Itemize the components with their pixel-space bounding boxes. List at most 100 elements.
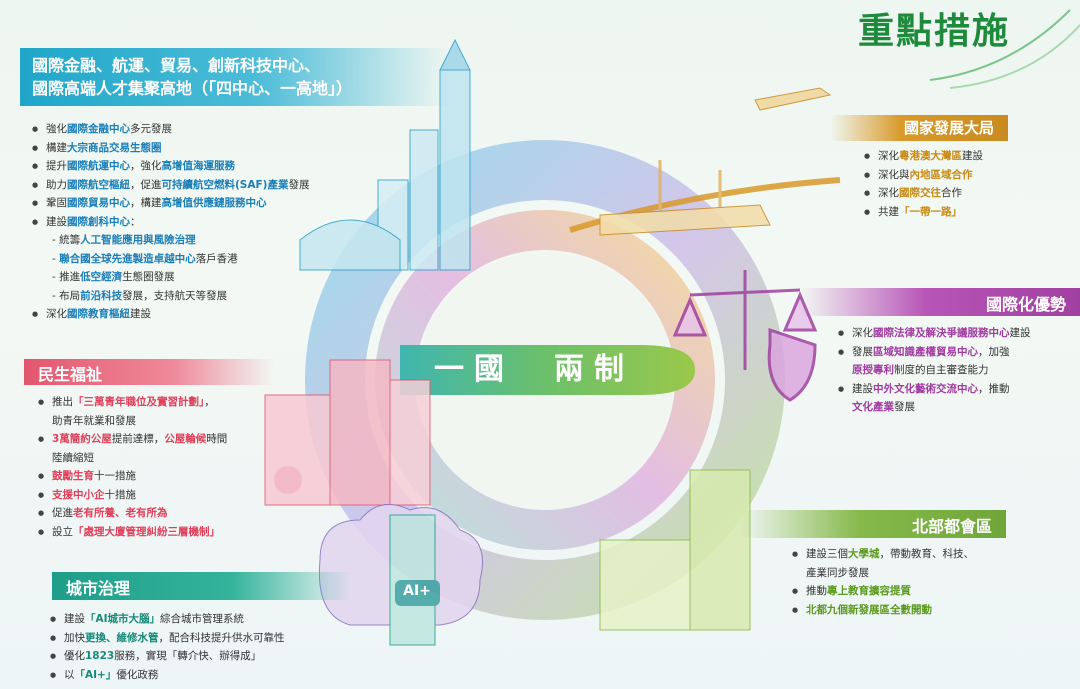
highlight-text: 前沿科技 bbox=[80, 289, 123, 302]
body-text: ，促進 bbox=[130, 178, 162, 191]
list-item: 提升國際航運中心，強化高增值海運服務 bbox=[30, 157, 390, 176]
body-text: 構建 bbox=[46, 141, 67, 154]
body-text: - 統籌 bbox=[52, 234, 81, 246]
body-text: 提前達標， bbox=[111, 433, 165, 445]
highlight-text: 國際金融中心 bbox=[67, 123, 130, 135]
highlight-text: 「AI城市大腦」 bbox=[85, 613, 161, 625]
list-item: 鞏固國際貿易中心，構建高增值供應鏈服務中心 bbox=[30, 194, 390, 213]
highlight-text: 「三萬青年職位及實習計劃」 bbox=[73, 396, 205, 408]
body-text: ，構建 bbox=[130, 197, 162, 209]
body-text: 提升 bbox=[46, 160, 67, 172]
list-item: 北都九個新發展區全數開動 bbox=[790, 601, 1020, 620]
body-text: 建設 bbox=[130, 308, 151, 320]
title-swoosh bbox=[929, 9, 1080, 89]
list-item: 深化國際教育樞紐建設 bbox=[30, 305, 390, 324]
highlight-text: 高增值供應鏈服務中心 bbox=[161, 197, 267, 209]
ai-plus-badge: AI+ bbox=[403, 583, 431, 599]
body-text: ，加強 bbox=[978, 345, 1010, 358]
body-text: 建設 bbox=[64, 613, 85, 625]
highlight-text: 鼓勵生育 bbox=[52, 470, 94, 482]
list-item: - 聯合國全球先進製造卓越中心落戶香港 bbox=[30, 250, 390, 269]
list-item: 深化國際交往合作 bbox=[862, 184, 1062, 203]
city-governance-list: 建設「AI城市大腦」綜合城市管理系統加快更換、維修水管，配合科技提升供水可靠性優… bbox=[48, 610, 348, 684]
list-item: 原授專利制度的自主審查能力 bbox=[836, 361, 1076, 380]
body-text: 深化 bbox=[878, 187, 899, 199]
body-text: 加快 bbox=[64, 631, 85, 644]
highlight-text: 內地區域合作 bbox=[909, 168, 973, 181]
highlight-text: 高增值海運服務 bbox=[161, 160, 236, 172]
list-item: 鼓勵生育十一措施 bbox=[36, 467, 276, 486]
body-text: 產業同步發展 bbox=[806, 566, 869, 579]
body-text: 優化政務 bbox=[116, 668, 159, 681]
body-text: 以 bbox=[64, 668, 75, 681]
list-item: 深化與內地區域合作 bbox=[862, 166, 1062, 185]
northern-list: 建設三個大學城，帶動教育、科技、產業同步發展推動專上教育擴容提質北都九個新發展區… bbox=[790, 545, 1020, 619]
body-text: 建設 bbox=[1009, 327, 1031, 339]
highlight-text: 區域知識產權貿易中心 bbox=[873, 345, 978, 358]
list-item: 加快更換、維修水管，配合科技提升供水可靠性 bbox=[48, 629, 348, 648]
body-text: 建設 bbox=[46, 215, 67, 228]
body-text: - bbox=[52, 252, 60, 265]
body-text: 生態圈發展 bbox=[122, 271, 175, 283]
highlight-text: 更換、維修水管 bbox=[85, 631, 159, 644]
livelihood-list: 推出「三萬青年職位及實習計劃」，助青年就業和發展3萬簡約公屋提前達標，公屋輪候時… bbox=[36, 393, 276, 541]
list-item: 共建「一帶一路」 bbox=[862, 203, 1062, 222]
body-text: 十一措施 bbox=[94, 470, 136, 482]
body-text: 落戶香港 bbox=[195, 252, 238, 265]
list-item: 建設中外文化藝術交流中心，推動 bbox=[836, 380, 1076, 399]
highlight-text: 3萬簡約公屋 bbox=[52, 433, 112, 445]
highlight-text: 北都九個新發展區全數開動 bbox=[806, 603, 932, 616]
list-item: 深化粵港澳大灣區建設 bbox=[862, 147, 1062, 166]
livelihood-banner: 民生福祉 bbox=[24, 359, 274, 385]
body-text: 發展 bbox=[894, 401, 915, 413]
list-item: 產業同步發展 bbox=[790, 564, 1020, 583]
body-text: 助青年就業和發展 bbox=[52, 414, 136, 427]
list-item: 優化1823服務，實現「轉介快、辦得成」 bbox=[48, 647, 348, 666]
highlight-text: 文化產業 bbox=[852, 401, 894, 413]
highlight-text: 人工智能應用與風險治理 bbox=[80, 234, 196, 246]
highlight-text: 國際航運中心 bbox=[67, 160, 130, 172]
list-item: 發展區域知識產權貿易中心，加強 bbox=[836, 343, 1076, 362]
body-text: ，配合科技提升供水可靠性 bbox=[158, 631, 285, 644]
list-item: - 統籌人工智能應用與風險治理 bbox=[30, 231, 390, 250]
body-text: - 推進 bbox=[52, 271, 81, 283]
highlight-text: 專上教育擴容提質 bbox=[827, 585, 911, 597]
list-item: 促進老有所養、老有所為 bbox=[36, 504, 276, 523]
body-text: - 布局 bbox=[52, 289, 81, 302]
body-text: 服務，實現「轉介快、辦得成」 bbox=[114, 650, 262, 662]
international-list: 深化國際法律及解決爭議服務中心建設發展區域知識產權貿易中心，加強原授專利制度的自… bbox=[836, 324, 1076, 417]
highlight-text: 國際貿易中心 bbox=[67, 197, 130, 209]
four-centres-title-line2: 國際高端人才集聚高地（「四中心、一高地」） bbox=[32, 79, 353, 98]
list-item: 建設「AI城市大腦」綜合城市管理系統 bbox=[48, 610, 348, 629]
highlight-text: 「一帶一路」 bbox=[899, 205, 962, 218]
body-text: 發展，支持航天等發展 bbox=[122, 289, 228, 302]
list-item: 深化國際法律及解決爭議服務中心建設 bbox=[836, 324, 1076, 343]
body-text: 綜合城市管理系統 bbox=[160, 613, 245, 625]
body-text: 促進 bbox=[52, 507, 73, 519]
highlight-text: 「AI+」 bbox=[74, 668, 117, 681]
body-text: 十措施 bbox=[104, 488, 137, 501]
body-text: 深化 bbox=[852, 327, 873, 339]
highlight-text: 國際航空樞紐 bbox=[67, 178, 130, 191]
body-text: 強化 bbox=[46, 123, 67, 135]
list-item: 建設國際創科中心： bbox=[30, 213, 390, 232]
list-item: 支援中小企十措施 bbox=[36, 486, 276, 505]
body-text: 建設 bbox=[852, 382, 873, 395]
body-text: 制度的自主審查能力 bbox=[894, 364, 989, 376]
body-text: 建設 bbox=[962, 150, 983, 162]
body-text: ， bbox=[204, 396, 215, 408]
body-text: 多元發展 bbox=[130, 123, 172, 135]
highlight-text: 大學城 bbox=[848, 548, 880, 560]
list-item: 推動專上教育擴容提質 bbox=[790, 582, 1020, 601]
body-text: 深化與 bbox=[878, 168, 910, 181]
body-text: 助力 bbox=[46, 178, 67, 191]
body-text: 深化 bbox=[46, 308, 67, 320]
national-list: 深化粵港澳大灣區建設深化與內地區域合作深化國際交往合作共建「一帶一路」 bbox=[862, 147, 1062, 221]
highlight-text: 老有所養、老有所為 bbox=[73, 507, 168, 519]
body-text: 鞏固 bbox=[46, 197, 67, 209]
four-centres-banner: 國際金融、航運、貿易、創新科技中心、 國際高端人才集聚高地（「四中心、一高地」） bbox=[20, 48, 450, 106]
four-centres-list: 強化國際金融中心多元發展構建大宗商品交易生態圈提升國際航運中心，強化高增值海運服… bbox=[30, 120, 390, 324]
highlight-text: 中外文化藝術交流中心 bbox=[873, 382, 978, 395]
body-text: 陸續縮短 bbox=[52, 451, 94, 464]
